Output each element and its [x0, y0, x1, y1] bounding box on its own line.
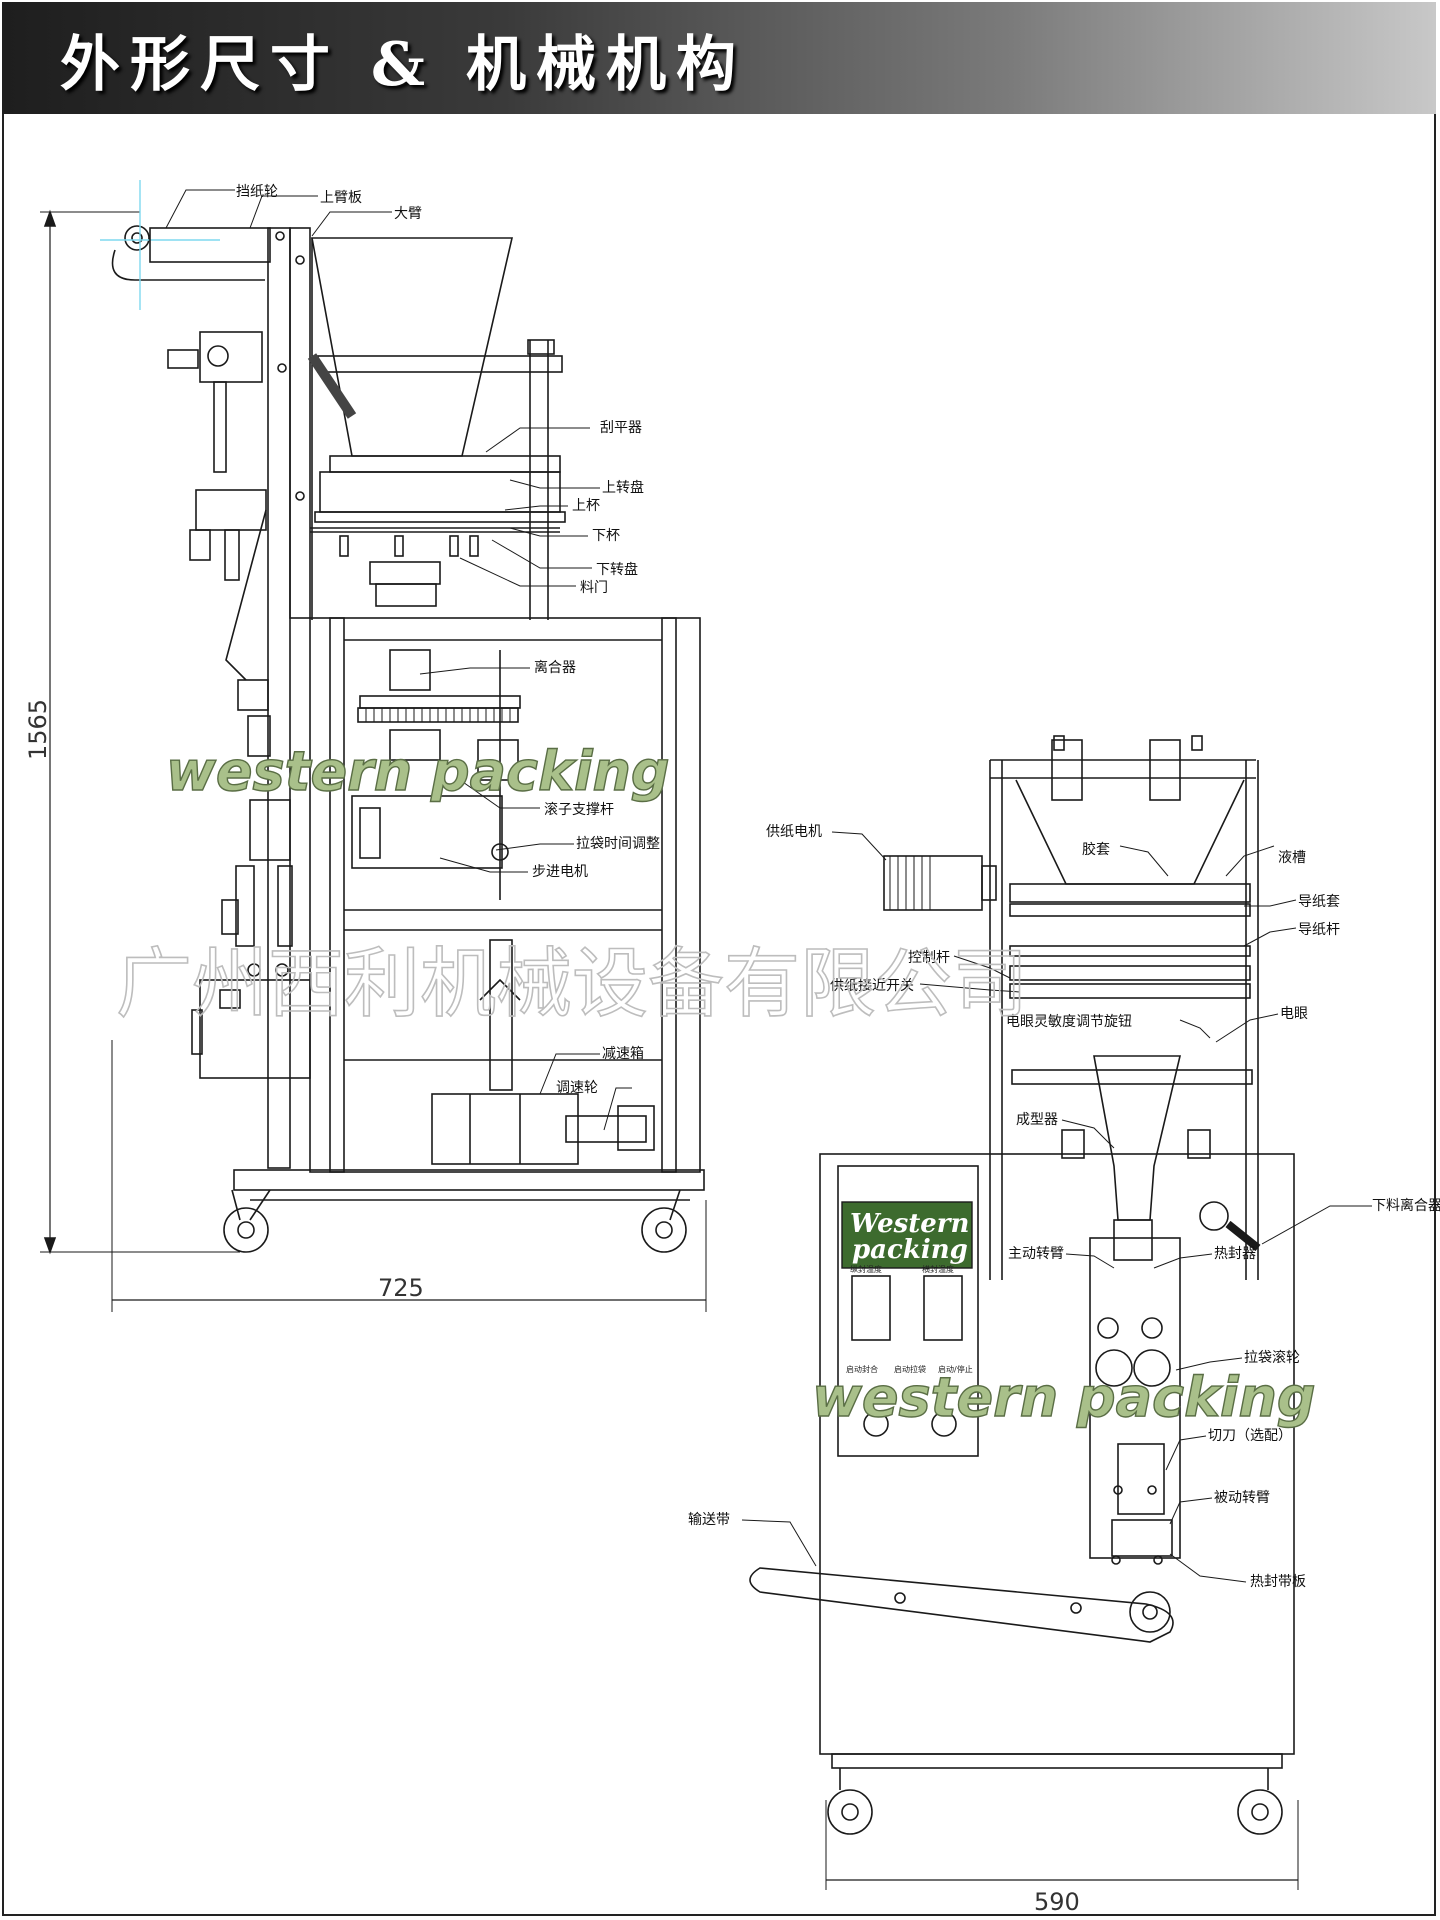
control-panel: Western packing 纵封温度 横封温度 启动封合 启动拉袋 启动/停…: [841, 1201, 973, 1374]
label-big-arm: 大臂: [394, 206, 422, 222]
label-conveyor-belt: 输送带: [688, 1512, 730, 1528]
label-material-door: 料门: [580, 580, 608, 596]
label-pull-bag-time-adjust: 拉袋时间调整: [576, 836, 660, 852]
dimension-front-width: 590: [1034, 1888, 1080, 1916]
page-title: 外形尺寸 & 机械机构: [60, 30, 746, 100]
front-view-diagram: [741, 735, 1372, 1890]
panel-button3-label: 启动/停止: [938, 1364, 973, 1374]
front-view-labels: 供纸电机 胶套 液槽 导纸套 导纸杆 控制杆 供纸接近开关 电眼灵敏度调节旋钮 …: [688, 824, 1440, 1916]
label-photo-eye: 电眼: [1280, 1006, 1308, 1022]
label-paper-feed-proximity-switch: 供纸接近开关: [830, 977, 914, 994]
label-discharge-clutch: 下料离合器: [1372, 1197, 1440, 1214]
panel-horizontal-seal-temp: 横封温度: [922, 1264, 954, 1274]
label-control-rod: 控制杆: [908, 950, 950, 966]
label-clutch: 离合器: [534, 659, 576, 676]
title-banner: 外形尺寸 & 机械机构: [2, 2, 1436, 114]
label-upper-turntable: 上转盘: [602, 479, 644, 496]
label-rubber-sleeve: 胶套: [1082, 841, 1110, 858]
label-scraper: 刮平器: [600, 420, 642, 436]
label-cutter-optional: 切刀（选配）: [1208, 1428, 1292, 1444]
label-lower-cup: 下杯: [592, 528, 620, 544]
label-reducer-box: 减速箱: [602, 1046, 644, 1062]
dimension-side-width: 725: [378, 1274, 424, 1302]
company-watermark: 广州西利机械设备有限公司: [116, 939, 1028, 1028]
label-paper-feed-motor: 供纸电机: [766, 824, 822, 840]
label-roller-support-rod: 滚子支撑杆: [544, 801, 614, 818]
label-paper-guide-rod: 导纸杆: [1298, 922, 1340, 938]
label-passive-swing-arm: 被动转臂: [1214, 1490, 1270, 1506]
dimension-height: 1565: [24, 699, 52, 760]
brand-watermark-top: western packing: [166, 740, 670, 803]
panel-brand-line2: packing: [852, 1235, 968, 1265]
label-active-swing-arm: 主动转臂: [1008, 1246, 1064, 1262]
label-former: 成型器: [1016, 1112, 1058, 1128]
label-speed-wheel: 调速轮: [556, 1080, 598, 1096]
panel-button2-label: 启动拉袋: [894, 1364, 926, 1374]
label-heat-sealer: 热封器: [1214, 1246, 1256, 1262]
panel-button1-label: 启动封合: [846, 1364, 878, 1374]
panel-vertical-seal-temp: 纵封温度: [850, 1264, 882, 1274]
panel-brand-line1: Western: [850, 1209, 969, 1239]
side-view-diagram: [40, 180, 707, 1312]
brand-watermark-bottom: western packing: [812, 1366, 1316, 1429]
label-liquid-tank: 液槽: [1278, 850, 1306, 866]
label-lower-turntable: 下转盘: [596, 561, 638, 578]
brand-plate: [841, 1201, 973, 1269]
label-upper-cup: 上杯: [572, 498, 600, 514]
label-pull-bag-roller: 拉袋滚轮: [1244, 1349, 1300, 1366]
label-stepper-motor: 步进电机: [532, 864, 588, 880]
label-heat-seal-plate: 热封带板: [1250, 1574, 1306, 1590]
label-paper-guard-wheel: 挡纸轮: [236, 184, 278, 200]
label-photo-eye-sensitivity-knob: 电眼灵敏度调节旋钮: [1006, 1014, 1132, 1030]
label-upper-arm-plate: 上臂板: [320, 190, 362, 206]
side-view-labels: 挡纸轮 上臂板 大臂 刮平器 上转盘 上杯 下杯 下转盘 料门 离合器 滚子支撑…: [24, 184, 660, 1302]
label-paper-guide-sleeve: 导纸套: [1298, 894, 1340, 910]
